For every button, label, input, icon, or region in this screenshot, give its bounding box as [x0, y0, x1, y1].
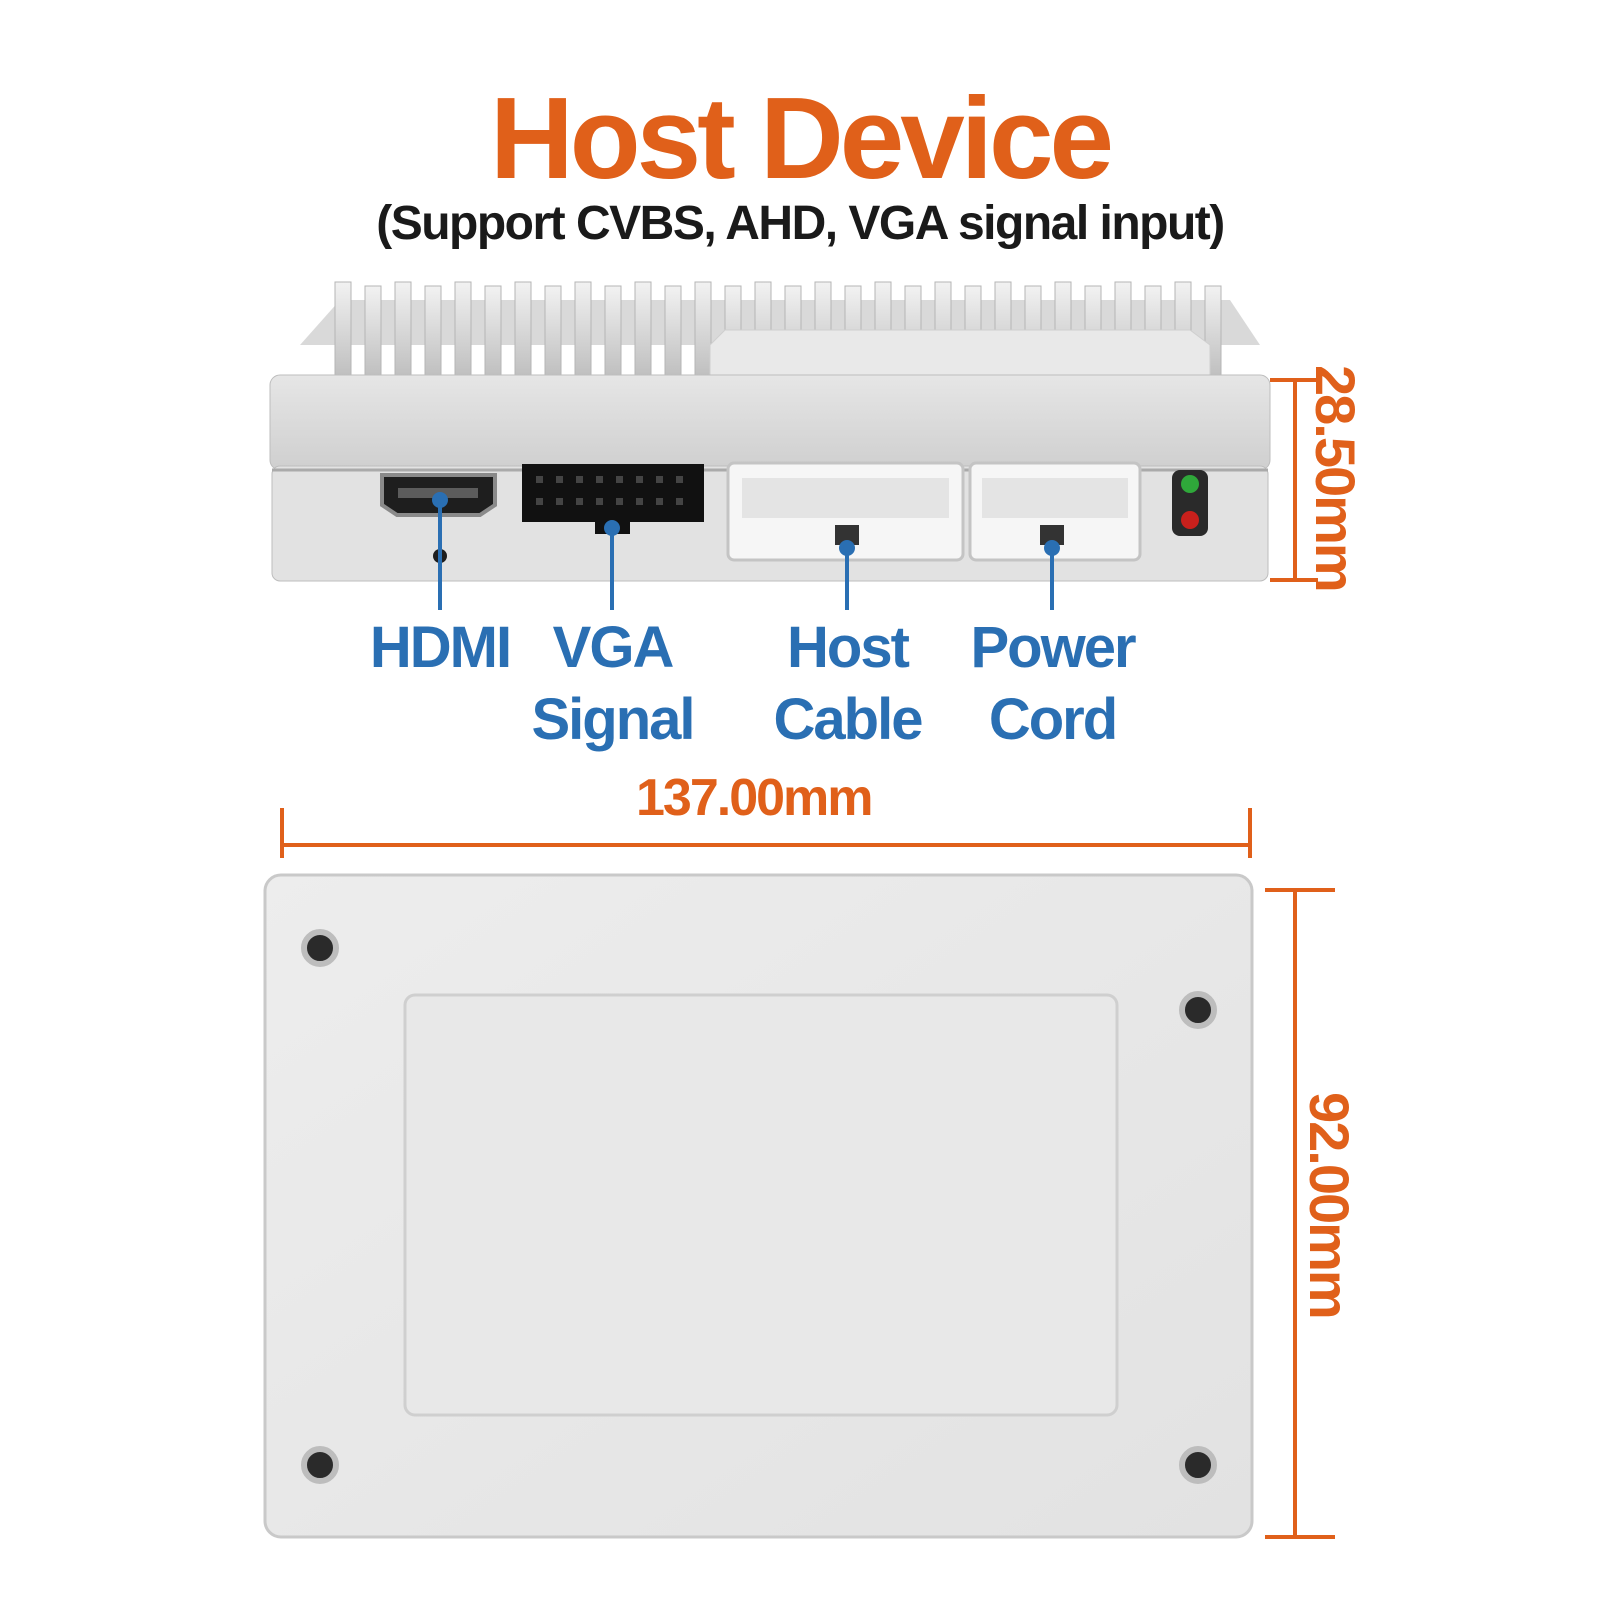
port-label-host-cable: Host Cable	[760, 612, 935, 756]
power-cord-connector	[968, 461, 1142, 562]
port-label-hdmi: HDMI	[360, 612, 520, 684]
status-leds	[1172, 470, 1208, 536]
port-label-line: HDMI	[369, 615, 512, 680]
port-pointer-lines	[432, 492, 1060, 610]
device-top-view	[263, 873, 1254, 1539]
screw-hole	[1179, 1446, 1217, 1484]
port-label-line: Power	[970, 615, 1136, 680]
screw-hole	[1179, 991, 1217, 1029]
height-dimension-label: 28.50mm	[1304, 365, 1367, 591]
port-label-line: Host	[787, 615, 910, 680]
screw-hole	[301, 1446, 339, 1484]
width-dimension-label: 137.00mm	[636, 769, 874, 827]
width-dimension-line	[280, 808, 1252, 858]
host-cable-connector	[726, 461, 965, 562]
screw-hole	[301, 929, 339, 967]
port-label-vga: VGA Signal	[520, 612, 705, 756]
port-label-line: Signal	[531, 687, 695, 752]
page-subtitle: (Support CVBS, AHD, VGA signal input)	[376, 197, 1225, 250]
port-label-line: VGA	[552, 615, 675, 680]
page-title: Host Device	[489, 73, 1114, 203]
port-label-line: Cord	[988, 687, 1118, 752]
vga-port	[522, 464, 704, 534]
height-dimension-line	[1270, 378, 1318, 582]
port-label-line: Cable	[773, 687, 924, 752]
device-front-view	[269, 281, 1271, 582]
port-label-power-cord: Power Cord	[960, 612, 1145, 756]
depth-dimension-line	[1265, 888, 1335, 1539]
depth-dimension-label: 92.00mm	[1298, 1092, 1361, 1318]
